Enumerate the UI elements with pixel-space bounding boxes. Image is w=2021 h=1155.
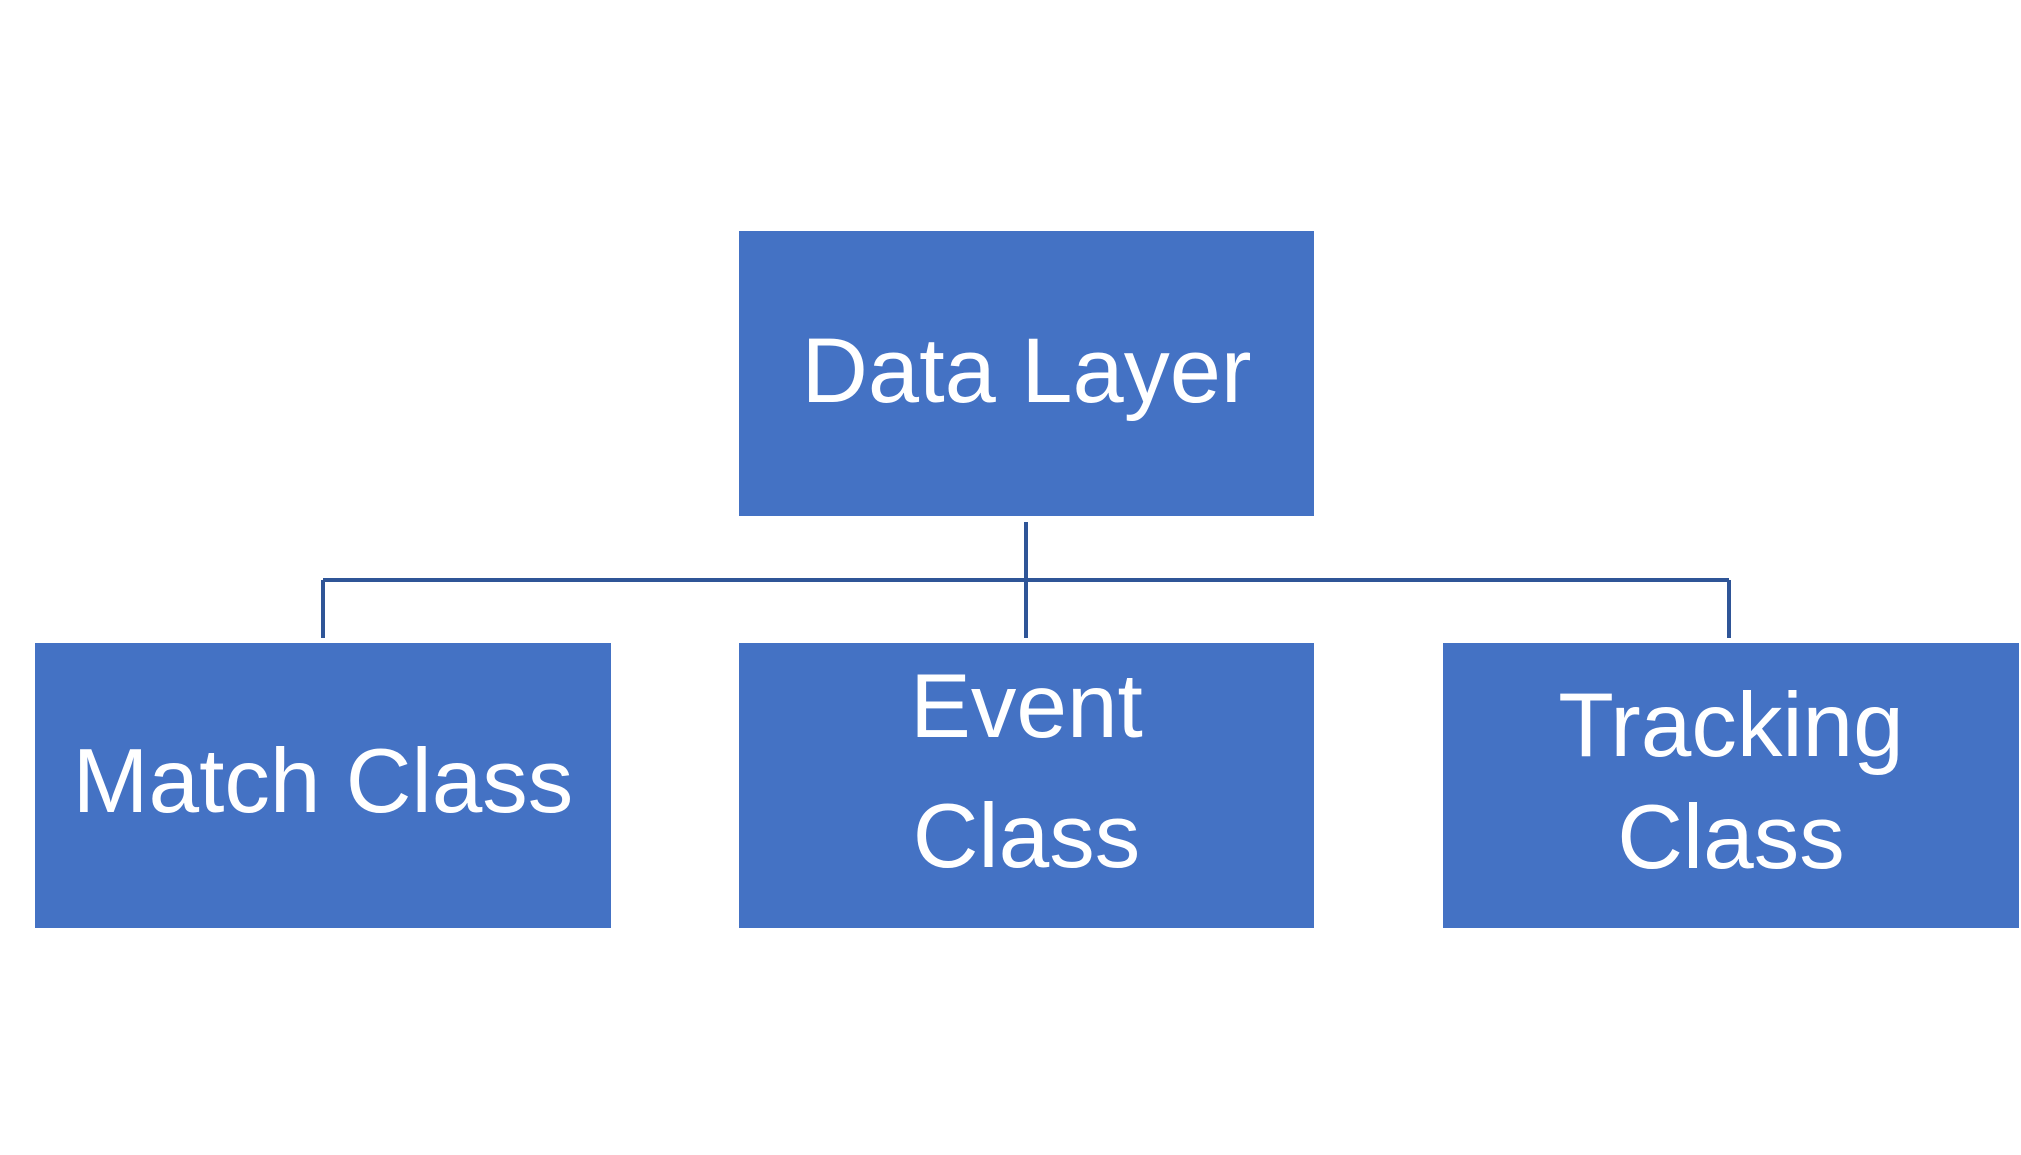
tracking-class-label: Tracking Class [1558,675,1904,888]
event-class-label: Event Class [910,656,1143,887]
data-layer-node: Data Layer [739,231,1314,516]
match-class-node: Match Class [35,643,611,928]
tracking-class-node: Tracking Class [1443,643,2019,928]
event-class-node: Event Class [739,643,1314,928]
match-class-label: Match Class [72,730,574,832]
data-layer-label: Data Layer [801,319,1252,422]
